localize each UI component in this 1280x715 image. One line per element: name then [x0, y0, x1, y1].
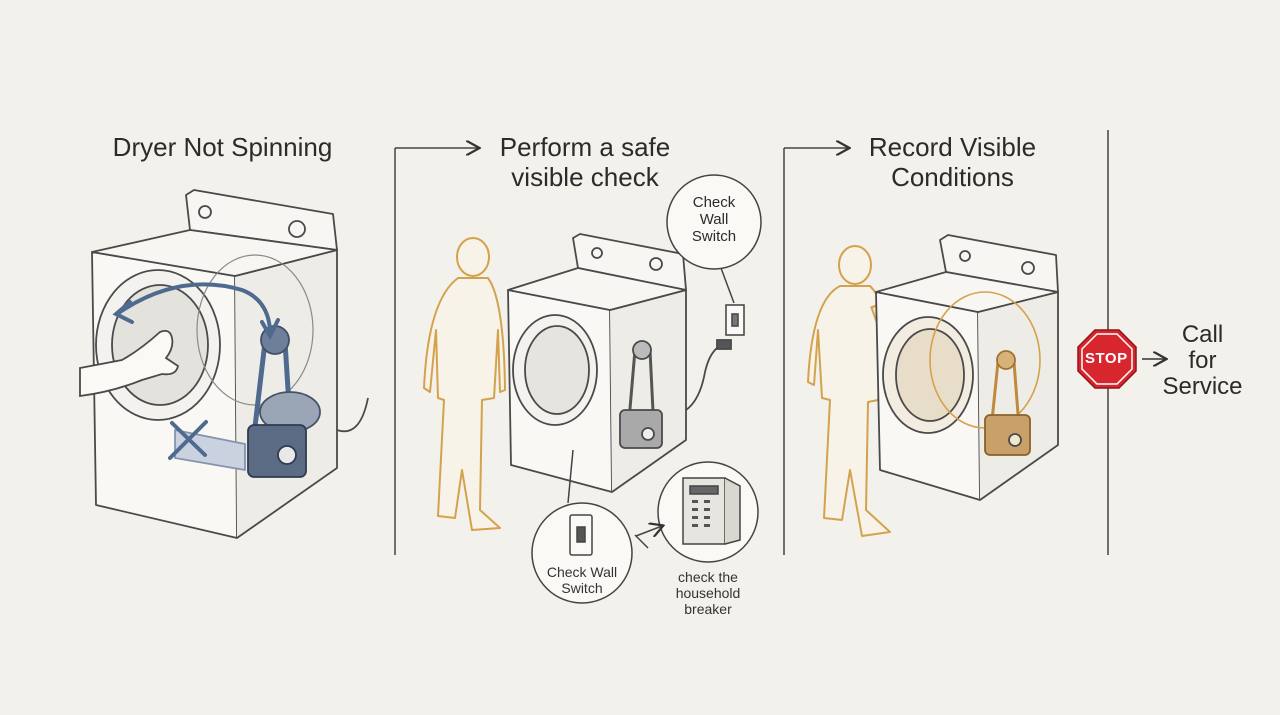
callout-circle-top [666, 174, 762, 304]
call-for-service-label: Call for Service [1150, 322, 1255, 400]
callout-line: Wall [699, 211, 729, 228]
callout-line: Switch [561, 580, 603, 596]
step3-title-line2: Conditions [891, 162, 1014, 192]
x-mark-icon [168, 420, 208, 460]
step-arrow-2 [783, 148, 848, 555]
step-arrow-1 [394, 148, 478, 555]
end-label-line: Service [1162, 373, 1243, 400]
stop-sign-icon [1077, 329, 1137, 389]
callout-wall-switch-bottom: Check Wall Switch [532, 564, 632, 596]
light-switch-icon [725, 304, 745, 336]
step1-title: Dryer Not Spinning [112, 132, 333, 162]
step2-title-line1: Perform a safe [499, 132, 671, 162]
step3-title-line1: Record Visible [868, 132, 1037, 162]
dryer-illustration-3 [875, 234, 1059, 501]
callout-circle-bottom-left [531, 449, 633, 604]
step3-title: Record Visible Conditions [845, 132, 1060, 192]
callout-line: Check Wall [546, 564, 618, 580]
callout-line: Check [692, 194, 736, 211]
callout-breaker: check the household breaker [658, 569, 758, 617]
stop-sign-text: STOP [1085, 350, 1128, 367]
callout-wall-switch-top: Check Wall Switch [674, 194, 754, 245]
callout-line: Switch [691, 228, 737, 245]
dryer-illustration-2 [507, 233, 687, 493]
step2-title-line2: visible check [511, 162, 659, 192]
callout-line: household [675, 585, 741, 601]
breaker-panel-icon [634, 461, 759, 563]
person-illustration-2 [423, 237, 506, 531]
step2-title: Perform a safe visible check [480, 132, 690, 192]
rotation-arrow-icon [112, 282, 280, 341]
end-label-line: Call [1181, 321, 1224, 348]
end-label-line: for [1188, 347, 1217, 374]
callout-line: breaker [684, 601, 732, 617]
callout-line: check the [678, 569, 738, 585]
hand-illustration [79, 329, 180, 398]
plug-icon [685, 339, 732, 411]
